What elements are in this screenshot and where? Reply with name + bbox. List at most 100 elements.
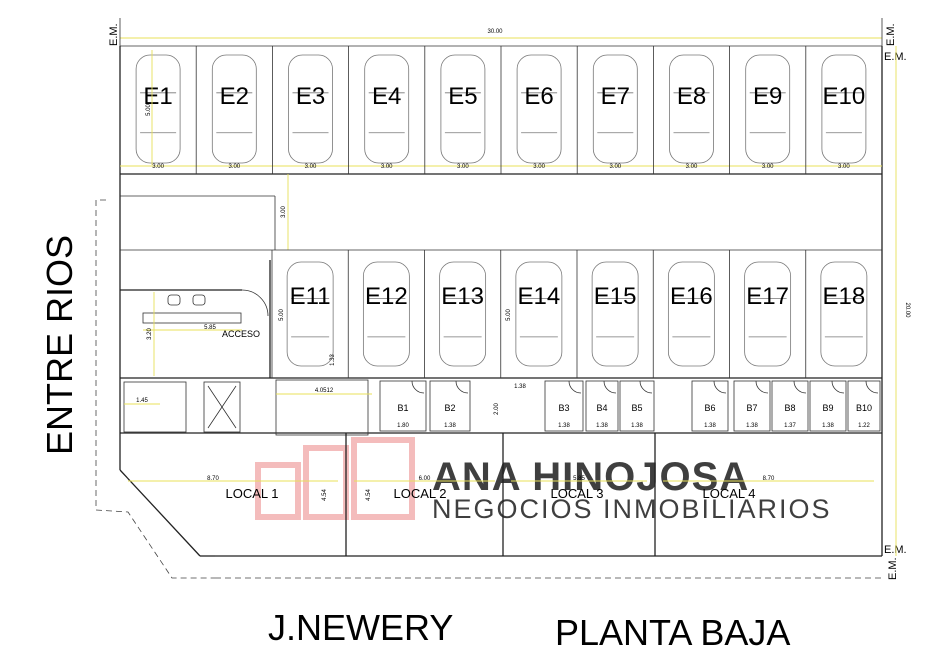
parking-space-e15: E15 [594,283,637,310]
watermark-logo-block-2 [303,445,349,520]
watermark-line-1: ANA HINOJOSA [432,455,749,499]
car-outline-middle [667,261,715,367]
car-outline-middle [515,261,563,367]
storage-door [831,380,845,394]
parking-space-e16: E16 [670,283,713,310]
local-width-dim: 5.85 [573,476,585,482]
storage-width-dim: 1.38 [822,423,834,429]
watermark-logo-block-3 [351,437,415,520]
parking-space-e8: E8 [677,83,706,110]
storage-width-dim: 1.38 [746,423,758,429]
parking-space-e12: E12 [365,283,408,310]
storage-door [411,380,425,394]
local-1-label: LOCAL 1 [226,486,279,501]
storage-b3-top-dim: 1.38 [514,384,526,390]
space-width-dim: 3.00 [609,164,621,170]
street-j-newery: J.NEWERY [268,607,453,648]
local-width-dim: 8.70 [207,476,219,482]
total-depth-dim: 20.00 [904,302,910,318]
storage-unit-b10: B10 [856,403,872,413]
storage-unit-b1: B1 [397,403,408,413]
local-width-dim: 8.70 [763,476,775,482]
elevator-cross-2 [207,385,237,429]
car-outline-top [288,54,333,164]
local-2-label: LOCAL 2 [394,486,447,501]
storage-box [379,380,427,432]
bathroom-box [123,381,187,433]
storage-door [568,380,582,394]
car-outline-middle [820,261,868,367]
car-outline-top [821,54,867,164]
storage-box [771,380,809,432]
parking-space-e17: E17 [746,283,789,310]
storage-box [544,380,584,432]
parking-space-e4: E4 [372,83,401,110]
access-desk [142,312,242,324]
storage-box [429,380,471,432]
aisle-width-dim: 3.00 [281,206,287,218]
storage-box [809,380,847,432]
access-chair-2 [192,294,206,306]
access-width-dim: 5.85 [204,325,216,331]
access-depth-dim: 3.20 [147,328,153,340]
elevator-box [203,381,241,433]
storage-unit-b2: B2 [444,403,455,413]
storage-unit-b5: B5 [631,403,642,413]
local-2-depth-dim: 4.54 [366,489,372,501]
space-depth-dim: 5.00 [146,104,152,116]
storage-door [755,380,769,394]
car-outline-middle [439,261,487,367]
storage-door [793,380,807,394]
watermark-line-2: NEGOCIOS INMOBILIARIOS [432,494,832,524]
parking-space-e13: E13 [441,283,484,310]
plan-title: PLANTA BAJA [555,612,790,653]
access-chair-1 [167,294,181,306]
space-width-dim: 3.00 [381,164,393,170]
storage-row: 4.0512 1.33 1.45 1.38 2.00 [120,354,882,436]
car-outline-middle [744,261,792,367]
storage-door [603,380,617,394]
storage-unit-b9: B9 [822,403,833,413]
car-outline-top [592,54,638,164]
parking-space-e14: E14 [518,283,561,310]
parking-space-e11: E11 [290,283,331,310]
car-outline-top [364,54,410,164]
storage-door [639,380,653,394]
local-width-dim: 6.00 [419,476,431,482]
space-width-dim: 3.00 [686,164,698,170]
car-outline-top [211,54,257,164]
car-outline-top [440,54,486,164]
watermark-logo-block-1 [255,462,301,520]
local-1-depth-dim: 4.54 [322,489,328,501]
storage-width-dim: 1.22 [858,423,870,429]
parking-space-e5: E5 [448,83,477,110]
em-label-bottom-right-h: E.M. [884,544,907,556]
storage-door [455,380,469,394]
street-entre-rios: ENTRE RIOS [39,235,80,455]
storage-box [619,380,655,432]
parking-space-e10: E10 [823,83,866,110]
em-label-top-right-h: E.M. [884,51,907,63]
total-width-dim: 30.00 [487,29,503,35]
storage-width-dim: 1.38 [596,423,608,429]
parking-space-e7: E7 [601,83,630,110]
storage-unit-b4: B4 [596,403,607,413]
space-width-dim: 3.00 [533,164,545,170]
top-row-spaces: E13.00E23.00E33.00E43.00E53.00E63.00E73.… [135,46,867,174]
storage-box [691,380,729,432]
space-width-dim: 3.00 [228,164,240,170]
bath-width-dim: 1.45 [136,398,148,404]
em-label-bottom-right-v: E.M. [887,557,899,580]
storage-box [847,380,881,432]
em-label-top-right-v: E.M. [885,23,897,46]
space-width-dim: 3.00 [152,164,164,170]
locals-diagonal-wall [119,469,201,557]
car-outline-top [669,54,714,164]
car-outline-top [135,54,181,164]
space-width-dim: 3.00 [838,164,850,170]
car-outline-middle [591,261,639,367]
storage-width-dim: 1.38 [444,423,456,429]
